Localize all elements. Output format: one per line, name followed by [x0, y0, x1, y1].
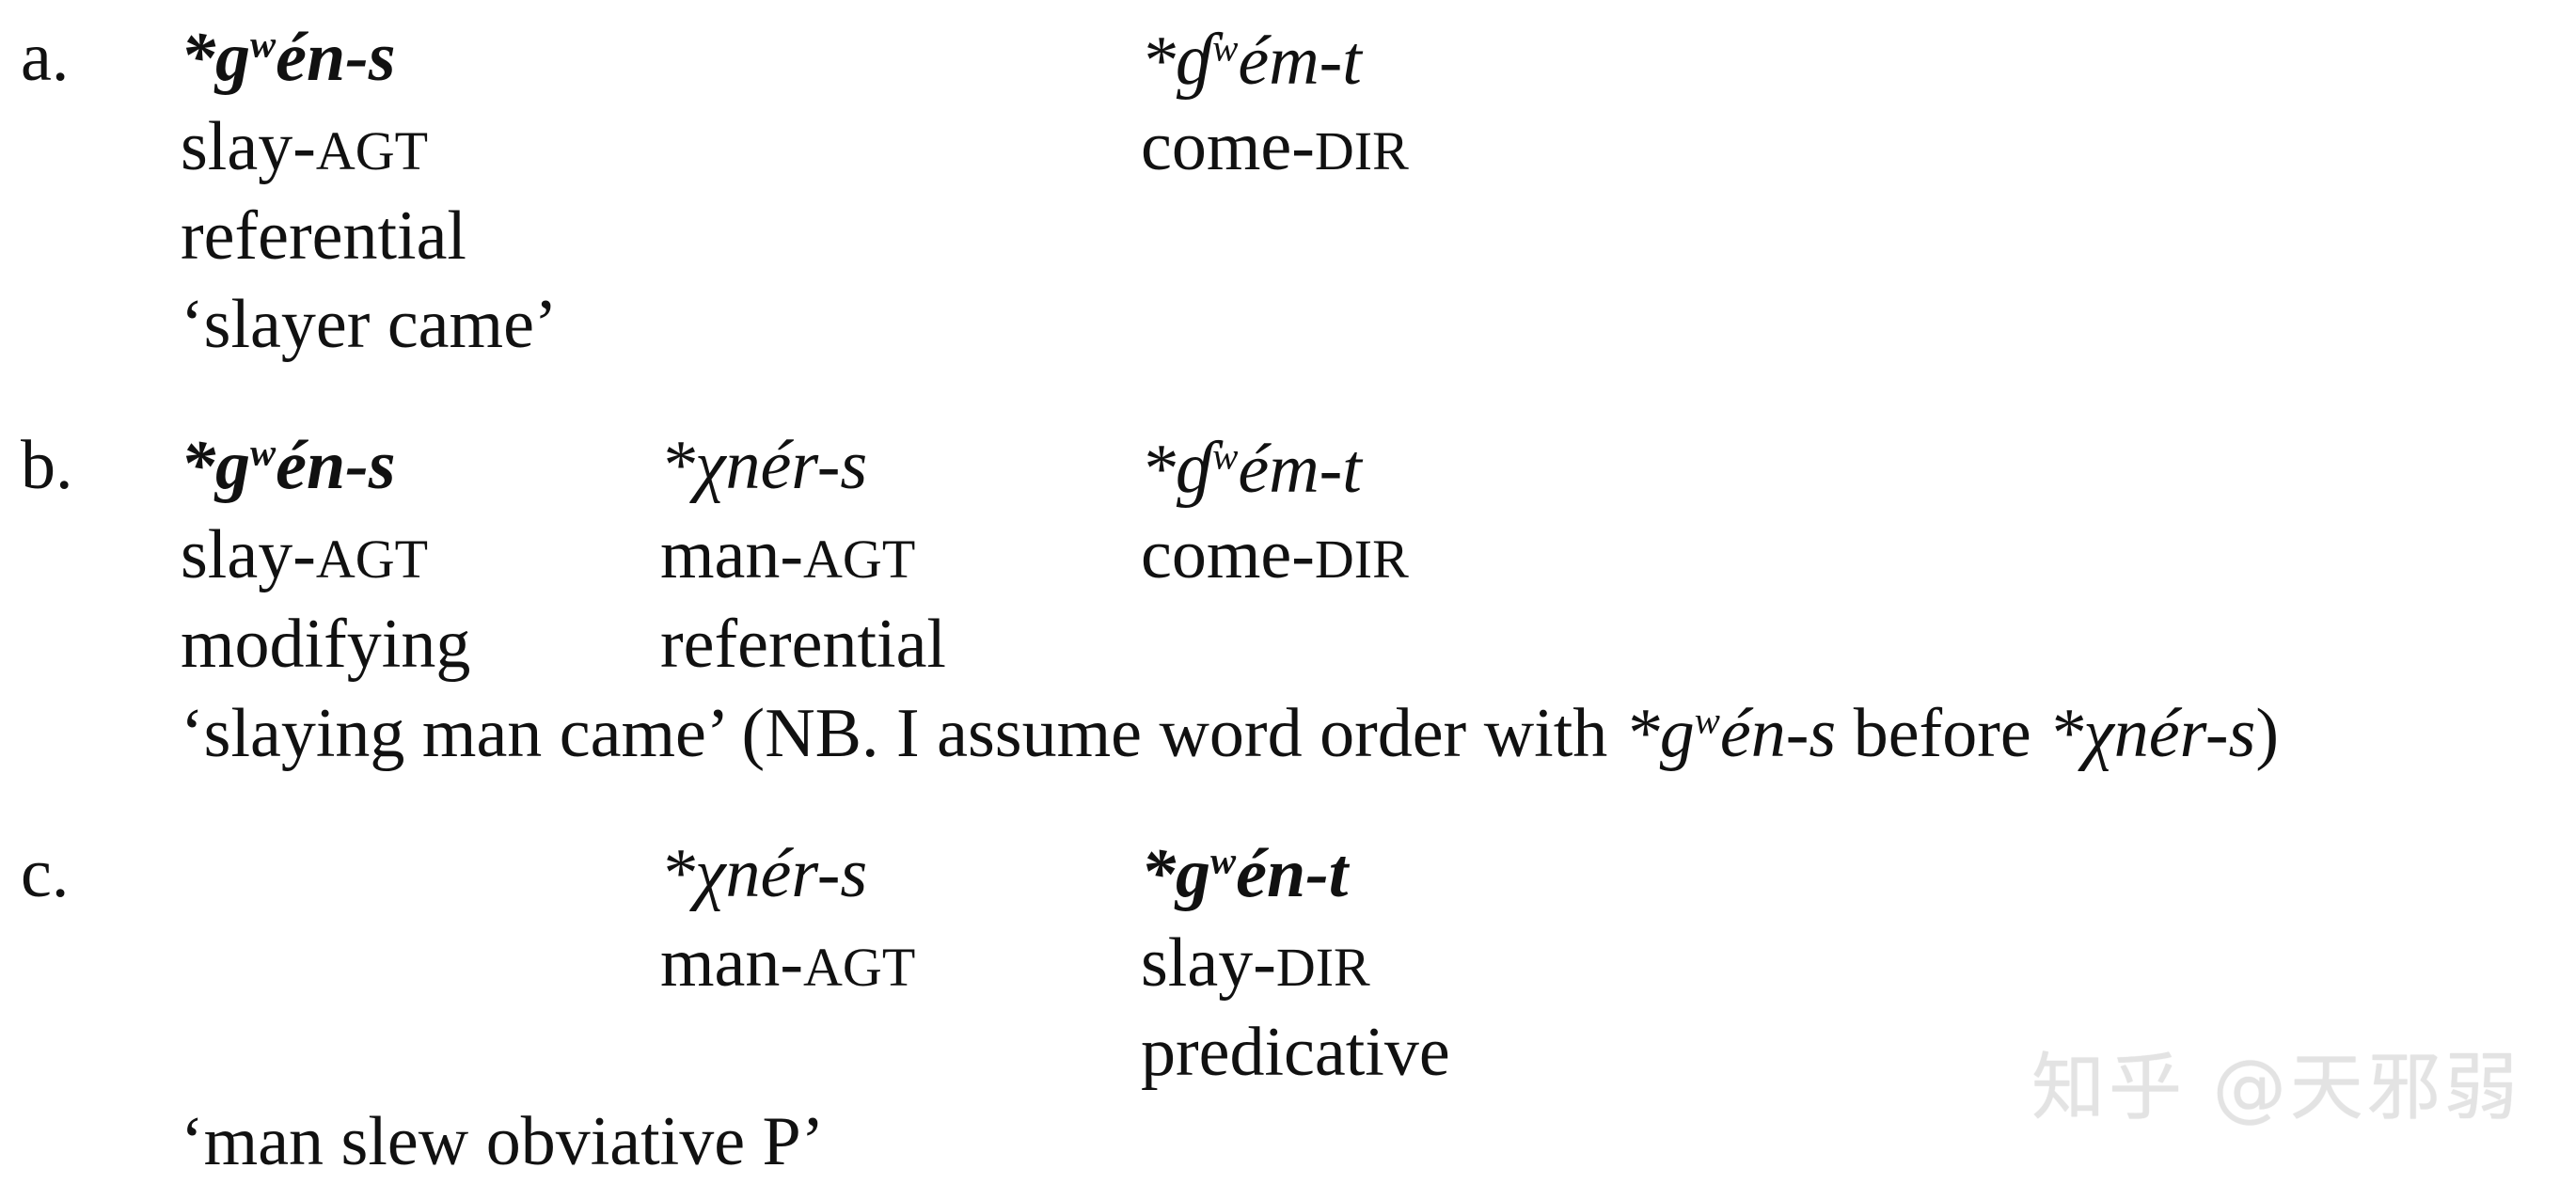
example-c-gloss-slay: slay-DIR [1141, 924, 1370, 1002]
example-a-form-slay: *gwén-s [181, 19, 396, 96]
example-b-function-slay: modifying [181, 606, 471, 683]
example-b-form-slay: *gwén-s [181, 427, 396, 504]
example-b-form-man: *χnér-s [660, 427, 868, 504]
example-a-form-come: *ɠwém-t [1141, 18, 1362, 100]
example-b-gloss-come: come-DIR [1141, 516, 1409, 593]
example-c-function-slay: predicative [1141, 1014, 1450, 1091]
example-a-gloss-come: come-DIR [1141, 108, 1409, 185]
example-c-label: c. [21, 835, 70, 912]
example-b-function-man: referential [660, 606, 946, 683]
example-a-function-slay: referential [181, 197, 466, 275]
example-c-form-man: *χnér-s [660, 835, 868, 912]
example-b-label: b. [21, 427, 73, 504]
example-c-gloss-man: man-AGT [660, 924, 916, 1002]
example-b-form-come: *ɠwém-t [1141, 426, 1362, 508]
watermark: 知乎 @天邪弱 [2031, 1046, 2521, 1130]
example-b-translation: ‘slaying man came’ (NB. I assume word or… [181, 695, 2280, 772]
example-b-gloss-slay: slay-AGT [181, 516, 429, 593]
example-c-translation: ‘man slew obviative P’ [181, 1103, 825, 1180]
example-a-translation: ‘slayer came’ [181, 286, 558, 363]
example-a-label: a. [21, 19, 70, 96]
example-c-form-slay: *gwén-t [1141, 835, 1349, 912]
example-a-gloss-slay: slay-AGT [181, 108, 429, 185]
example-b-gloss-man: man-AGT [660, 516, 916, 593]
